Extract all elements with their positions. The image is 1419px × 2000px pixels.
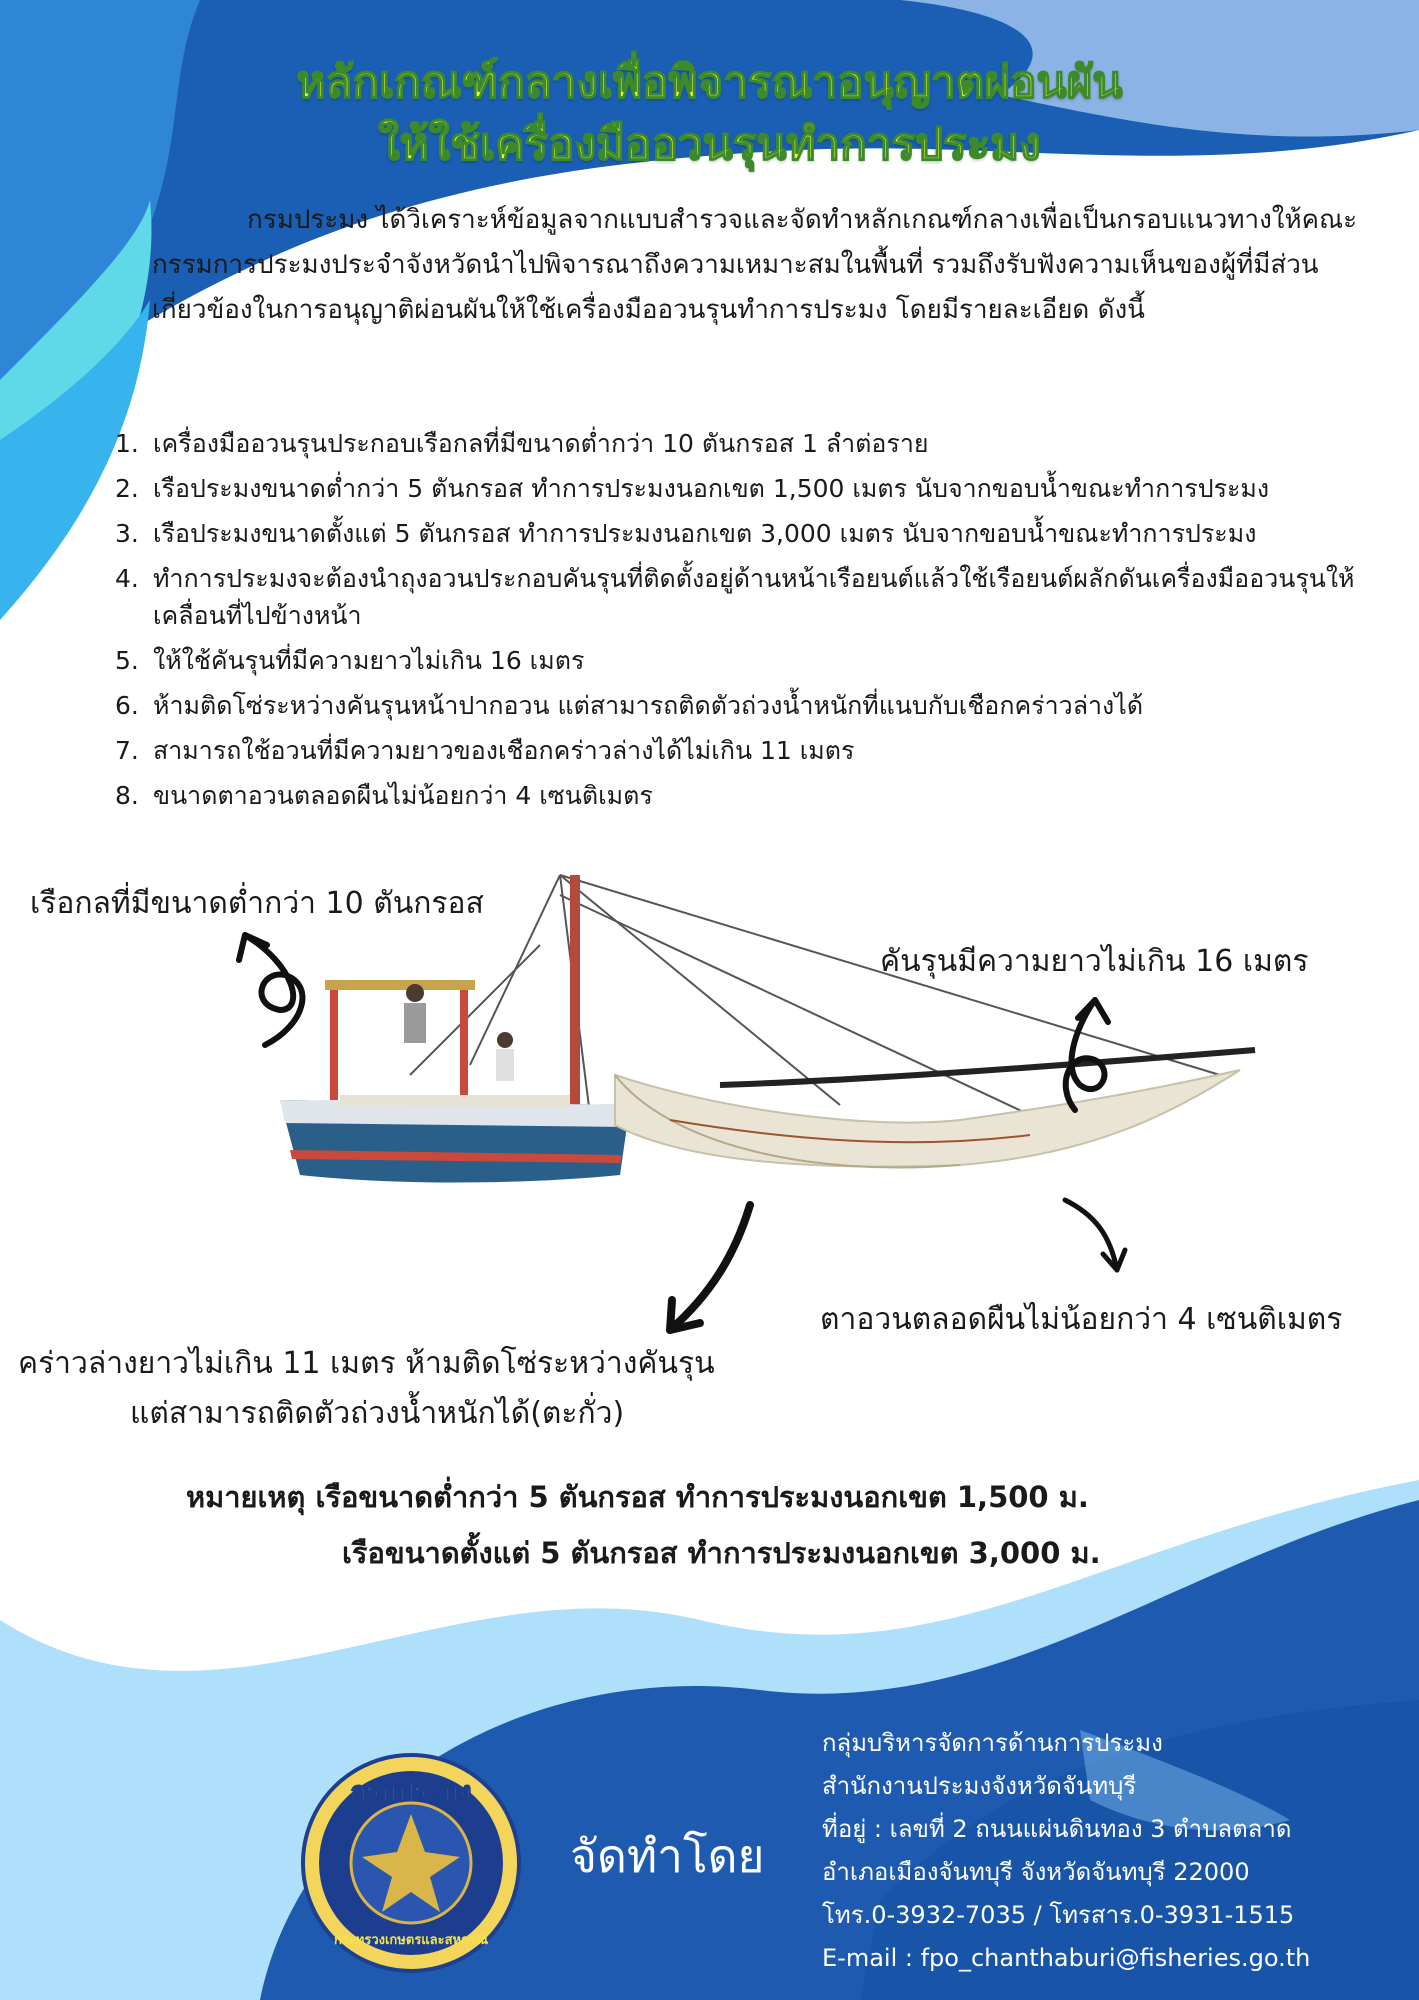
intro-paragraph: กรมประมง ได้วิเคราะห์ข้อมูลจากแบบสำรวจแล… <box>152 205 1358 325</box>
rule-text: เครื่องมืออวนรุนประกอบเรือกลที่มีขนาดต่ำ… <box>153 429 929 458</box>
push-net-boat-illustration <box>280 874 1256 1183</box>
note-line-2: เรือขนาดตั้งแต่ 5 ตันกรอส ทำการประมงนอกเ… <box>342 1536 1101 1570</box>
list-item: 8. ขนาดตาอวนตลอดผืนไม่น้อยกว่า 4 เซนติเมต… <box>115 777 1385 814</box>
contact-unit: กลุ่มบริหารจัดการด้านการประมง <box>822 1729 1163 1757</box>
rule-number: 5. <box>115 646 139 675</box>
arrow-to-mesh-icon <box>1062 1197 1128 1273</box>
callout-mesh-size: ตาอวนตลอดผืนไม่น้อยกว่า 4 เซนติเมตร <box>820 1302 1343 1337</box>
rule-text: ให้ใช้คันรุนที่มีความยาวไม่เกิน 16 เมตร <box>153 646 585 675</box>
bottom-wave-accent <box>1080 1730 1290 1831</box>
callout-lower-rope-line-1: คร่าวล่างยาวไม่เกิน 11 เมตร ห้ามติดโซ่ระ… <box>18 1346 715 1381</box>
rule-number: 6. <box>115 691 139 720</box>
contact-phone: โทร.0-3932-7035 / โทรสาร.0-3931-1515 <box>822 1901 1295 1929</box>
logo-bottom-text: กระทรวงเกษตรและสหกรณ์ <box>334 1932 488 1948</box>
rule-text: ห้ามติดโซ่ระหว่างคันรุนหน้าปากอวน แต่สาม… <box>153 691 1144 720</box>
contact-address: ที่อยู่ : เลขที่ 2 ถนนแผ่นดินทอง 3 ตำบลต… <box>822 1815 1292 1843</box>
rules-list: 1. เครื่องมืออวนรุนประกอบเรือกลที่มีขนาดต… <box>115 425 1385 822</box>
arrow-to-pole-icon <box>1062 997 1111 1113</box>
callout-lower-rope-line-2: แต่สามารถติดตัวถ่วงน้ำหนักได้(ตะกั่ว) <box>130 1396 625 1431</box>
rule-number: 8. <box>115 781 139 810</box>
contact-district: อำเภอเมืองจันทบุรี จังหวัดจันทบุรี 22000 <box>822 1858 1250 1886</box>
rule-number: 4. <box>115 564 139 593</box>
callout-boat-size: เรือกลที่มีขนาดต่ำกว่า 10 ตันกรอส <box>30 886 484 921</box>
list-item: 4. ทำการประมงจะต้องนำถุงอวนประกอบคันรุนที… <box>115 560 1385 634</box>
contact-email[interactable]: E-mail : fpo_chanthaburi@fisheries.go.th <box>822 1944 1311 1972</box>
arrow-to-lower-rope-icon <box>666 1201 754 1334</box>
rule-number: 2. <box>115 474 139 503</box>
department-of-fisheries-logo: กรมประมง กระทรวงเกษตรและสหกรณ์ <box>301 1753 521 1973</box>
list-item: 7. สามารถใช้อวนที่มีความยาวของเชือกคร่าวล… <box>115 732 1385 769</box>
rule-text: ทำการประมงจะต้องนำถุงอวนประกอบคันรุนที่ต… <box>153 564 1355 630</box>
page-title: หลักเกณฑ์กลางเพื่อพิจารณาอนุญาตผ่อนผัน ใ… <box>0 52 1419 176</box>
list-item: 5. ให้ใช้คันรุนที่มีความยาวไม่เกิน 16 เมต… <box>115 642 1385 679</box>
made-by-label: จัดทำโดย <box>570 1829 765 1883</box>
callout-pole-length: คันรุนมีความยาวไม่เกิน 16 เมตร <box>880 944 1309 979</box>
rule-text: สามารถใช้อวนที่มีความยาวของเชือกคร่าวล่า… <box>153 736 855 765</box>
contact-block: กลุ่มบริหารจัดการด้านการประมง สำนักงานปร… <box>822 1722 1310 1980</box>
title-line-2: ให้ใช้เครื่องมืออวนรุนทำการประมง <box>377 118 1041 171</box>
list-item: 3. เรือประมงขนาดตั้งแต่ 5 ตันกรอส ทำการปร… <box>115 515 1385 552</box>
top-wave-right <box>900 0 1419 137</box>
bottom-wave-mid <box>860 1700 1419 2000</box>
rule-number: 1. <box>115 429 139 458</box>
list-item: 6. ห้ามติดโซ่ระหว่างคันรุนหน้าปากอวน แต่ส… <box>115 687 1385 724</box>
rule-number: 3. <box>115 519 139 548</box>
title-line-1: หลักเกณฑ์กลางเพื่อพิจารณาอนุญาตผ่อนผัน <box>296 56 1123 109</box>
list-item: 1. เครื่องมืออวนรุนประกอบเรือกลที่มีขนาดต… <box>115 425 1385 462</box>
rule-text: เรือประมงขนาดตั้งแต่ 5 ตันกรอส ทำการประม… <box>153 519 1257 548</box>
left-wave-light <box>0 300 150 620</box>
rule-number: 7. <box>115 736 139 765</box>
note-line-1: หมายเหตุ เรือขนาดต่ำกว่า 5 ตันกรอส ทำการ… <box>186 1480 1089 1514</box>
rule-text: เรือประมงขนาดต่ำกว่า 5 ตันกรอส ทำการประม… <box>153 474 1270 503</box>
logo-top-text: กรมประมง <box>350 1777 471 1807</box>
arrow-to-boat-icon <box>236 932 306 1048</box>
contact-office: สำนักงานประมงจังหวัดจันทบุรี <box>822 1772 1137 1800</box>
rule-text: ขนาดตาอวนตลอดผืนไม่น้อยกว่า 4 เซนติเมตร <box>153 781 653 810</box>
list-item: 2. เรือประมงขนาดต่ำกว่า 5 ตันกรอส ทำการปร… <box>115 470 1385 507</box>
